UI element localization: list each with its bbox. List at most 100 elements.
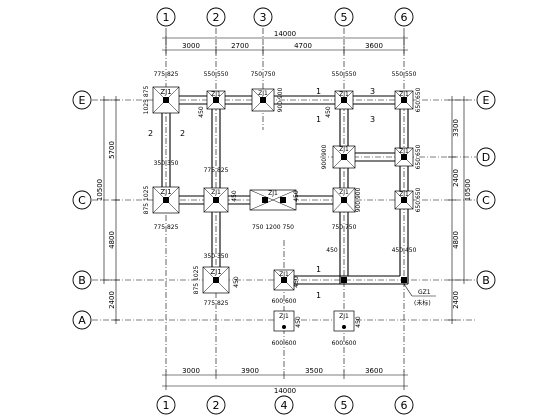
fdim-4A-bottom: 600 600: [272, 340, 297, 347]
dim-right-upper: 3300: [452, 119, 460, 137]
tag-3C: ZJ1: [268, 190, 278, 197]
grid-right-E: E: [483, 94, 490, 107]
dim-left-upper: 5700: [108, 141, 116, 159]
footings: [152, 86, 414, 332]
fdim-2B-bottom: 775 825: [204, 300, 229, 307]
grid-left-E: E: [79, 94, 86, 107]
footing-5A: [333, 310, 355, 332]
fdim-5A-bottom: 600 600: [332, 340, 357, 347]
fdim-6D-side: 650 650: [415, 144, 422, 169]
bottom-dimensions: 3000 3900 3500 3600 14000: [162, 367, 408, 395]
tag-4A: ZJ1: [279, 313, 289, 320]
grid-bottom-5: 5: [341, 399, 348, 412]
dim-right-lower-mid: 4800: [452, 231, 460, 249]
tag-5C: ZJ1: [339, 189, 349, 196]
grid-top-3: 3: [260, 11, 267, 24]
tag-2C: ZJ1: [211, 189, 221, 196]
fdim-2B-upper: 350 350: [204, 253, 229, 260]
tag-5E: ZJ1: [339, 91, 349, 98]
dim-top-1: 3000: [182, 42, 200, 50]
tag-5A: ZJ1: [339, 313, 349, 320]
grid-top-2: 2: [213, 11, 220, 24]
fdim-5D-side: 900 900: [321, 144, 328, 169]
tag-1C: ZJ1: [160, 188, 171, 196]
axis-bubbles-right: E D C B: [476, 90, 496, 290]
fdim-2B-side-r: 450: [233, 276, 240, 288]
footing-dimensions: 775 825 550 550 750 750 550 550 550 550 …: [143, 71, 422, 347]
fdim-2B-side: 875 1025: [193, 266, 200, 295]
tag-4B: ZJ1: [279, 271, 289, 278]
grid-bottom-1: 1: [163, 399, 170, 412]
fdim-3C-bottom: 750 1200 750: [252, 224, 294, 231]
grid-right-B: B: [482, 274, 490, 287]
beam-tag-1d: 1: [316, 291, 321, 300]
fdim-5-side-lower: 450: [326, 247, 338, 254]
dim-left-outer: 10500: [96, 179, 104, 201]
axis-bubbles-bottom: 1 2 4 5 6: [156, 395, 414, 415]
dim-top-3: 4700: [294, 42, 312, 50]
grid-top-6: 6: [401, 11, 408, 24]
fdim-1C-bottom: 775 825: [154, 224, 179, 231]
footing-tags: ZJ1 ZJ1 ZJ1 ZJ1 ZJ1 ZJ1 ZJ1 ZJ1 ZJ1 ZJ1 …: [160, 88, 409, 320]
fdim-5C-bottom: 750 750: [332, 224, 357, 231]
beam-tag-1b: 1: [316, 115, 321, 124]
tag-1E: ZJ1: [160, 88, 171, 96]
grid-right-C: C: [482, 194, 490, 207]
dim-top-4: 3600: [365, 42, 383, 50]
fdim-1E-top: 775 825: [154, 71, 179, 78]
fdim-5E-side: 450: [325, 106, 332, 118]
footing-4A: [273, 310, 295, 332]
grid-top-1: 1: [163, 11, 170, 24]
left-dimensions: 10500 5700 4800 2400: [96, 96, 120, 324]
fdim-1C-side: 875 1025: [143, 186, 150, 215]
fdim-6E-side: 650 650: [415, 87, 422, 112]
fdim-1E-side: 1025 875: [143, 86, 150, 115]
beam-tag-3b: 3: [370, 115, 375, 124]
dim-right-mid: 2400: [452, 169, 460, 187]
dim-top-total: 14000: [274, 30, 296, 38]
fdim-4B-side: 450: [293, 276, 300, 288]
fdim-1C-upper: 350 350: [154, 160, 179, 167]
fdim-2C-side: 450: [231, 190, 238, 202]
beam-tag-3a: 3: [370, 87, 375, 96]
fdim-3C-side: 450: [293, 190, 300, 202]
dim-left-lower: 2400: [108, 291, 116, 309]
tag-6D: ZJ1: [399, 148, 409, 155]
fdim-2E-side: 450: [198, 106, 205, 118]
beam-tag-2b: 2: [180, 129, 185, 138]
fdim-4B-bottom: 600 600: [272, 298, 297, 305]
dim-bottom-2: 3900: [241, 367, 259, 375]
fdim-3E-top: 750 750: [251, 71, 276, 78]
top-dimensions: 14000 3000 2700 4700 3600: [162, 30, 408, 54]
dim-bottom-1: 3000: [182, 367, 200, 375]
gz-label: GZ1: [418, 289, 431, 296]
dim-right-lower: 2400: [452, 291, 460, 309]
tag-5D: ZJ1: [339, 146, 349, 153]
dim-left-middle: 4800: [108, 231, 116, 249]
grid-bottom-2: 2: [213, 399, 220, 412]
grid-bottom-4: 4: [281, 399, 288, 412]
dim-right-outer: 10500: [464, 179, 472, 201]
axis-bubbles-top: 1 2 3 5 6: [156, 7, 414, 27]
fdim-5A-side: 450: [355, 316, 362, 328]
beam-tag-1c: 1: [316, 265, 321, 274]
tag-3E: ZJ1: [258, 90, 268, 97]
beam-tags: 1 1 2 2 3 3 1 1: [148, 87, 375, 300]
fdim-5E-top: 550 550: [332, 71, 357, 78]
fdim-3E-side: 900 900: [277, 87, 284, 112]
right-dimensions: 3300 2400 4800 10500 2400: [448, 96, 472, 324]
dim-bottom-total: 14000: [274, 387, 296, 395]
grid-left-B: B: [78, 274, 86, 287]
tag-2B: ZJ1: [210, 268, 221, 276]
gz-sub-label: (未标): [414, 299, 431, 307]
axis-bubbles-left: E C B A: [72, 90, 92, 330]
grid-bottom-6: 6: [401, 399, 408, 412]
fdim-2C-top: 775 825: [204, 167, 229, 174]
fdim-5C-side: 900 900: [355, 187, 362, 212]
fdim-2E-top: 550 550: [204, 71, 229, 78]
beam-tag-1a: 1: [316, 87, 321, 96]
grid-top-5: 5: [341, 11, 348, 24]
tag-2E: ZJ1: [211, 91, 221, 98]
grid-right-D: D: [482, 151, 490, 164]
